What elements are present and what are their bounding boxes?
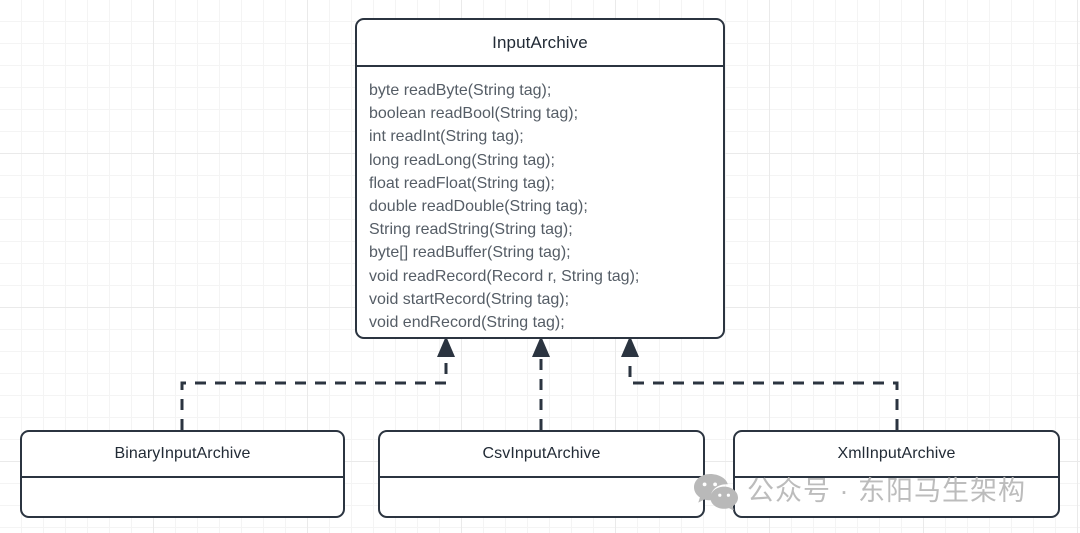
realization-csvinputarchive — [532, 336, 550, 430]
class-member: double readDouble(String tag); — [369, 198, 588, 216]
class-title-csvinputarchive: CsvInputArchive — [482, 445, 601, 462]
class-member: float readFloat(String tag); — [369, 174, 555, 192]
class-divider — [357, 65, 723, 67]
class-members-inputarchive: byte readByte(String tag); boolean readB… — [357, 67, 723, 337]
class-box-inputarchive[interactable]: InputArchive byte readByte(String tag); … — [355, 18, 725, 339]
class-box-binaryinputarchive[interactable]: BinaryInputArchive — [20, 430, 345, 518]
class-box-xmlinputarchive[interactable]: XmlInputArchive — [733, 430, 1060, 518]
class-member: void readRecord(Record r, String tag); — [369, 267, 640, 285]
class-divider — [380, 476, 703, 478]
class-members-csvinputarchive — [380, 478, 703, 516]
class-box-csvinputarchive[interactable]: CsvInputArchive — [378, 430, 705, 518]
realization-xmlinputarchive — [621, 336, 899, 430]
class-members-binaryinputarchive — [22, 478, 343, 516]
class-member: String readString(String tag); — [369, 221, 573, 239]
class-members-xmlinputarchive — [735, 478, 1058, 516]
class-member: byte[] readBuffer(String tag); — [369, 244, 571, 262]
realization-binaryinputarchive — [180, 336, 455, 430]
class-title-binaryinputarchive: BinaryInputArchive — [114, 445, 251, 462]
class-title-xmlinputarchive: XmlInputArchive — [837, 445, 956, 462]
class-member: byte readByte(String tag); — [369, 82, 552, 99]
class-member: void endRecord(String tag); — [369, 314, 565, 332]
class-member: boolean readBool(String tag); — [369, 105, 579, 123]
class-divider — [735, 476, 1058, 478]
class-member: void startRecord(String tag); — [369, 290, 570, 308]
class-member: int readInt(String tag); — [369, 128, 524, 146]
class-title-inputarchive: InputArchive — [492, 33, 588, 52]
class-member: long readLong(String tag); — [369, 151, 555, 169]
class-divider — [22, 476, 343, 478]
